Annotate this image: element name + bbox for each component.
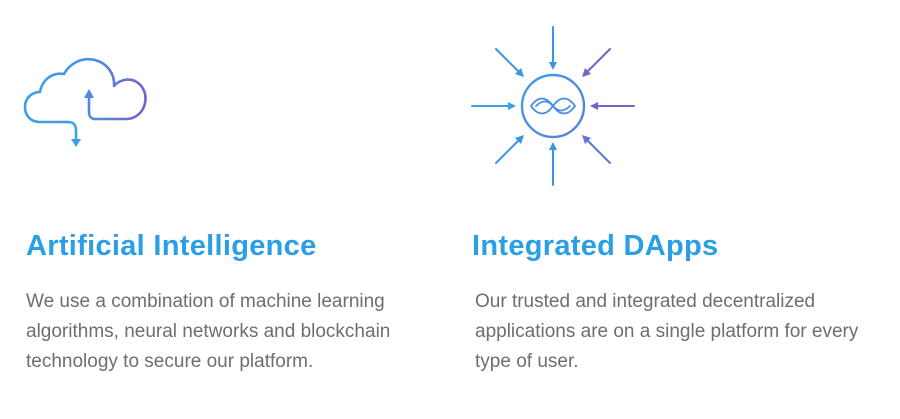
- converging-arrows-hub-icon: [468, 22, 638, 190]
- feature-description: Our trusted and integrated decentralized…: [475, 291, 859, 372]
- feature-title: Integrated DApps: [472, 230, 719, 262]
- cloud-sync-icon: [22, 50, 152, 155]
- feature-title: Artificial Intelligence: [26, 230, 317, 262]
- feature-description: We use a combination of machine learning…: [26, 291, 391, 372]
